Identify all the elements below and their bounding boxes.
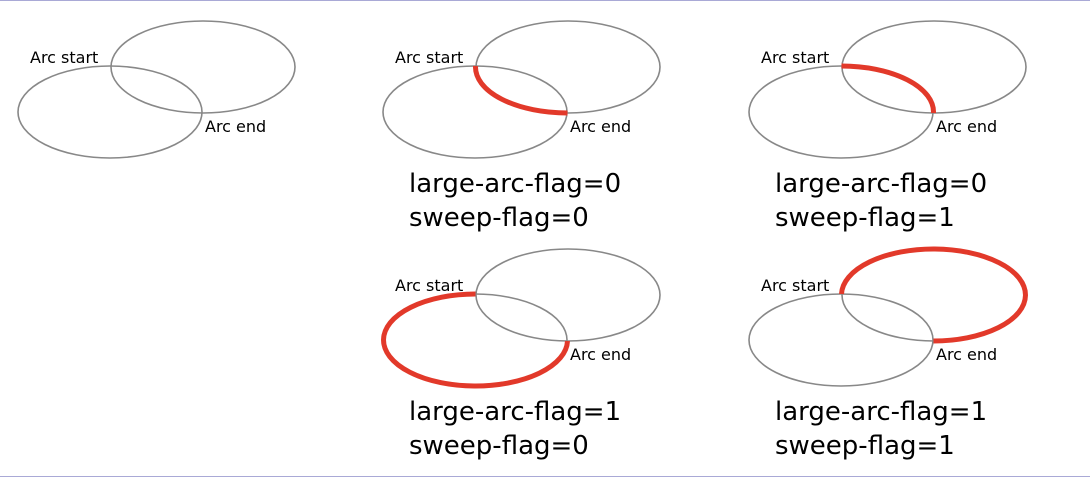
lower-ellipse (17, 65, 203, 159)
arc-start-label: Arc start (395, 48, 463, 67)
arc-start-label: Arc start (395, 276, 463, 295)
arc-end-label: Arc end (205, 117, 266, 136)
top-border (0, 0, 1090, 1)
reference-figure: Arc start Arc end (17, 20, 296, 159)
sweep-flag-label: sweep-flag=1 (775, 431, 955, 461)
highlighted-arc (381, 291, 570, 389)
arc-end-label: Arc end (570, 117, 631, 136)
arc-start-label: Arc start (30, 48, 98, 67)
highlighted-arc (841, 63, 937, 114)
arc-end-label: Arc end (936, 117, 997, 136)
upper-ellipse (110, 20, 296, 114)
large-arc-flag-label: large-arc-flag=0 (409, 169, 621, 199)
panel-large0-sweep1: Arc start Arc end large-arc-flag=0 sweep… (748, 20, 1027, 233)
sweep-flag-label: sweep-flag=1 (775, 203, 955, 233)
sweep-flag-label: sweep-flag=0 (409, 431, 589, 461)
lower-ellipse (748, 293, 934, 387)
upper-ellipse (475, 248, 661, 342)
arc-start-label: Arc start (761, 48, 829, 67)
highlighted-arc (472, 65, 568, 116)
panel-large0-sweep0: Arc start Arc end large-arc-flag=0 sweep… (382, 20, 661, 233)
arc-end-label: Arc end (936, 345, 997, 364)
highlighted-arc (839, 246, 1028, 344)
large-arc-flag-label: large-arc-flag=1 (775, 397, 987, 427)
arc-start-label: Arc start (761, 276, 829, 295)
panel-large1-sweep0: Arc start Arc end large-arc-flag=1 sweep… (381, 248, 661, 461)
large-arc-flag-label: large-arc-flag=0 (775, 169, 987, 199)
arc-end-label: Arc end (570, 345, 631, 364)
large-arc-flag-label: large-arc-flag=1 (409, 397, 621, 427)
panel-large1-sweep1: Arc start Arc end large-arc-flag=1 sweep… (748, 246, 1028, 461)
bottom-border (0, 476, 1090, 477)
sweep-flag-label: sweep-flag=0 (409, 203, 589, 233)
